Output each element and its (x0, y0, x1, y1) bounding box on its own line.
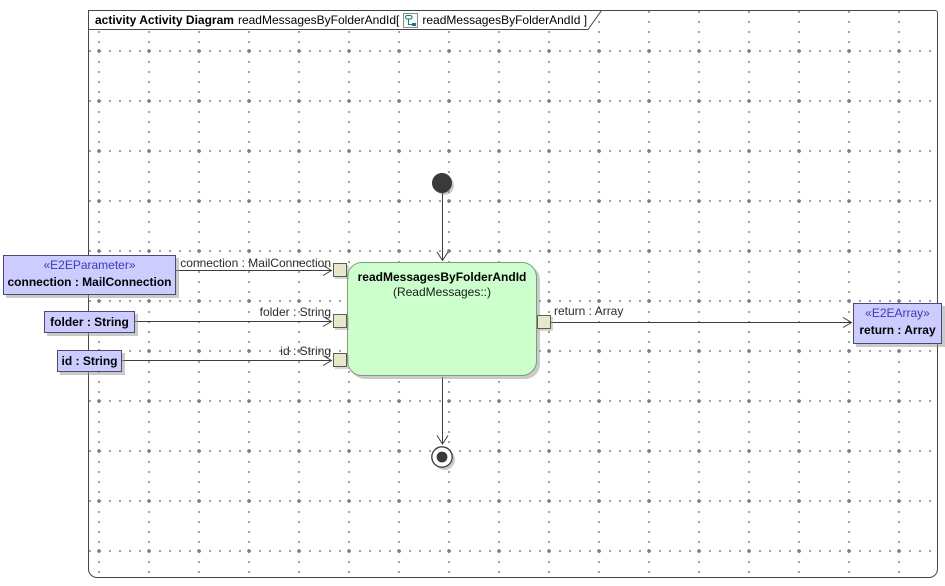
frame-title-context-name: readMessagesByFolderAndId ] (422, 13, 588, 27)
frame-title-keyword: activity Activity Diagram (95, 13, 234, 27)
edge-label-id[interactable]: id : String (280, 344, 331, 358)
parameter-node-connection[interactable]: «E2EParameter» connection : MailConnecti… (3, 255, 176, 295)
activity-diagram-icon (403, 12, 419, 28)
action-name: readMessagesByFolderAndId (357, 270, 527, 284)
parameter-return-stereotype: «E2EArray» (865, 306, 930, 320)
input-pin-connection[interactable] (333, 263, 347, 277)
parameter-node-return[interactable]: «E2EArray» return : Array (853, 303, 942, 344)
input-pin-folder[interactable] (333, 314, 347, 328)
action-readMessagesByFolderAndId[interactable]: readMessagesByFolderAndId (ReadMessages:… (347, 262, 537, 376)
edge-label-return[interactable]: return : Array (554, 304, 624, 318)
edge-label-folder[interactable]: folder : String (259, 305, 331, 319)
parameter-folder-name: folder : String (50, 315, 129, 329)
parameter-node-id[interactable]: id : String (57, 350, 122, 372)
parameter-connection-stereotype: «E2EParameter» (43, 258, 136, 272)
parameter-return-name: return : Array (859, 323, 936, 337)
parameter-node-folder[interactable]: folder : String (44, 311, 135, 333)
edge-label-connection[interactable]: connection : MailConnection (180, 256, 331, 270)
input-pin-id[interactable] (333, 353, 347, 367)
action-qualifier: (ReadMessages::) (392, 285, 492, 299)
frame-title: activity Activity Diagram readMessagesBy… (95, 11, 587, 29)
parameter-id-name: id : String (61, 354, 118, 368)
frame-title-diagram-name: readMessagesByFolderAndId[ (237, 13, 400, 27)
parameter-connection-name: connection : MailConnection (7, 275, 172, 289)
output-pin-return[interactable] (537, 315, 551, 329)
